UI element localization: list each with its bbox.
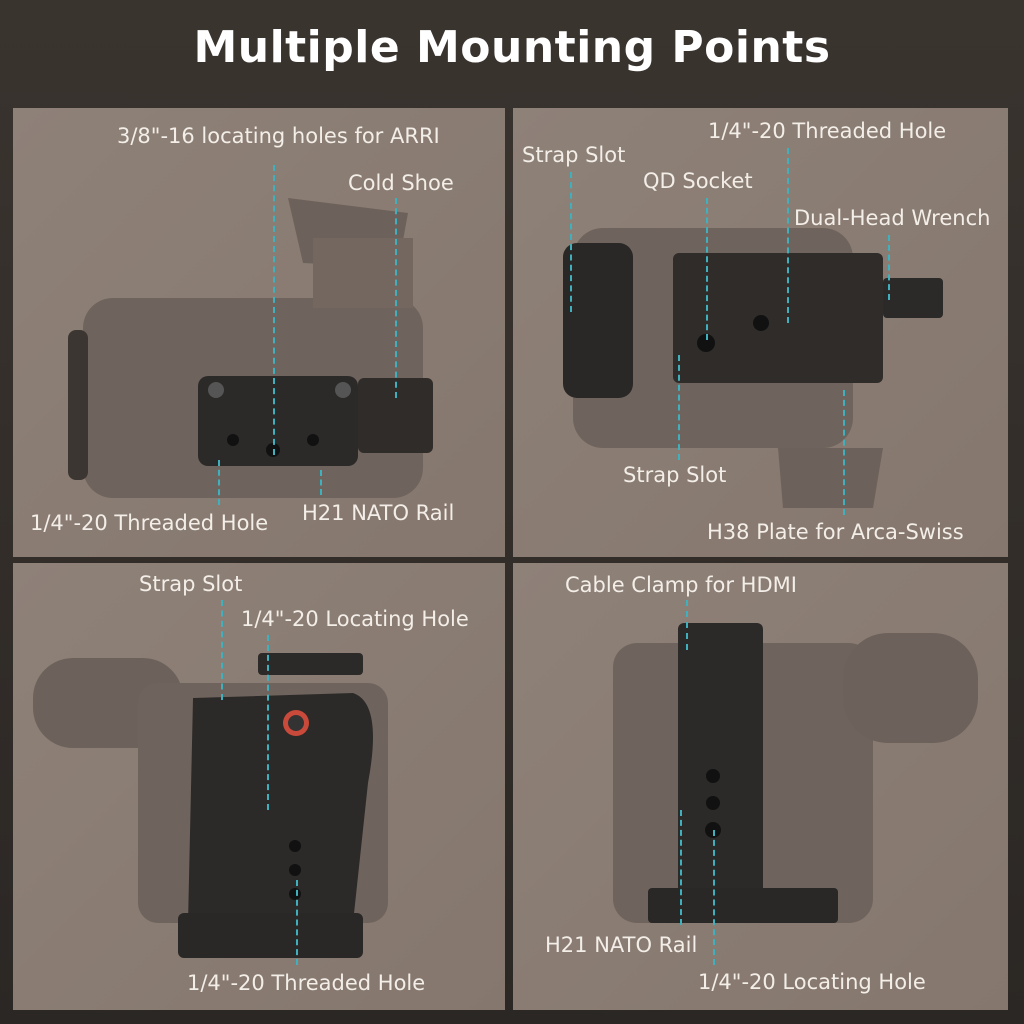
panel-grip-side-view: Strap Slot 1/4"-20 Locating Hole 1/4"-20… <box>13 563 505 1010</box>
panel-bottom-view: 1/4"-20 Threaded Hole Strap Slot QD Sock… <box>513 108 1008 557</box>
label-cold-shoe: Cold Shoe <box>348 171 454 195</box>
label-threaded-hole: 1/4"-20 Threaded Hole <box>30 511 269 535</box>
label-locating-hole: 1/4"-20 Locating Hole <box>698 970 926 994</box>
label-threaded-hole: 1/4"-20 Threaded Hole <box>187 971 426 995</box>
label-cable-clamp: Cable Clamp for HDMI <box>565 573 797 597</box>
panel-hdmi-side-view: Cable Clamp for HDMI H21 NATO Rail 1/4"-… <box>513 563 1008 1010</box>
camera-cage-bottom-image <box>563 228 943 508</box>
panel-top-view: 3/8"-16 locating holes for ARRI Cold Sho… <box>13 108 505 557</box>
label-strap-slot: Strap Slot <box>139 572 243 596</box>
label-nato-rail: H21 NATO Rail <box>545 933 698 957</box>
label-qd-socket: QD Socket <box>643 169 753 193</box>
camera-cage-grip-side-image <box>33 653 388 958</box>
camera-cage-hdmi-side-image <box>613 623 978 923</box>
label-strap-slot-bottom: Strap Slot <box>623 463 727 487</box>
label-arri-holes: 3/8"-16 locating holes for ARRI <box>117 124 440 148</box>
label-strap-slot-top: Strap Slot <box>522 143 626 167</box>
label-dual-head-wrench: Dual-Head Wrench <box>794 206 991 230</box>
label-locating-hole: 1/4"-20 Locating Hole <box>241 607 469 631</box>
camera-cage-top-image <box>68 198 433 498</box>
label-nato-rail: H21 NATO Rail <box>302 501 455 525</box>
label-arca-plate: H38 Plate for Arca-Swiss <box>707 520 964 544</box>
label-threaded-hole: 1/4"-20 Threaded Hole <box>708 119 947 143</box>
page-title: Multiple Mounting Points <box>193 22 831 73</box>
